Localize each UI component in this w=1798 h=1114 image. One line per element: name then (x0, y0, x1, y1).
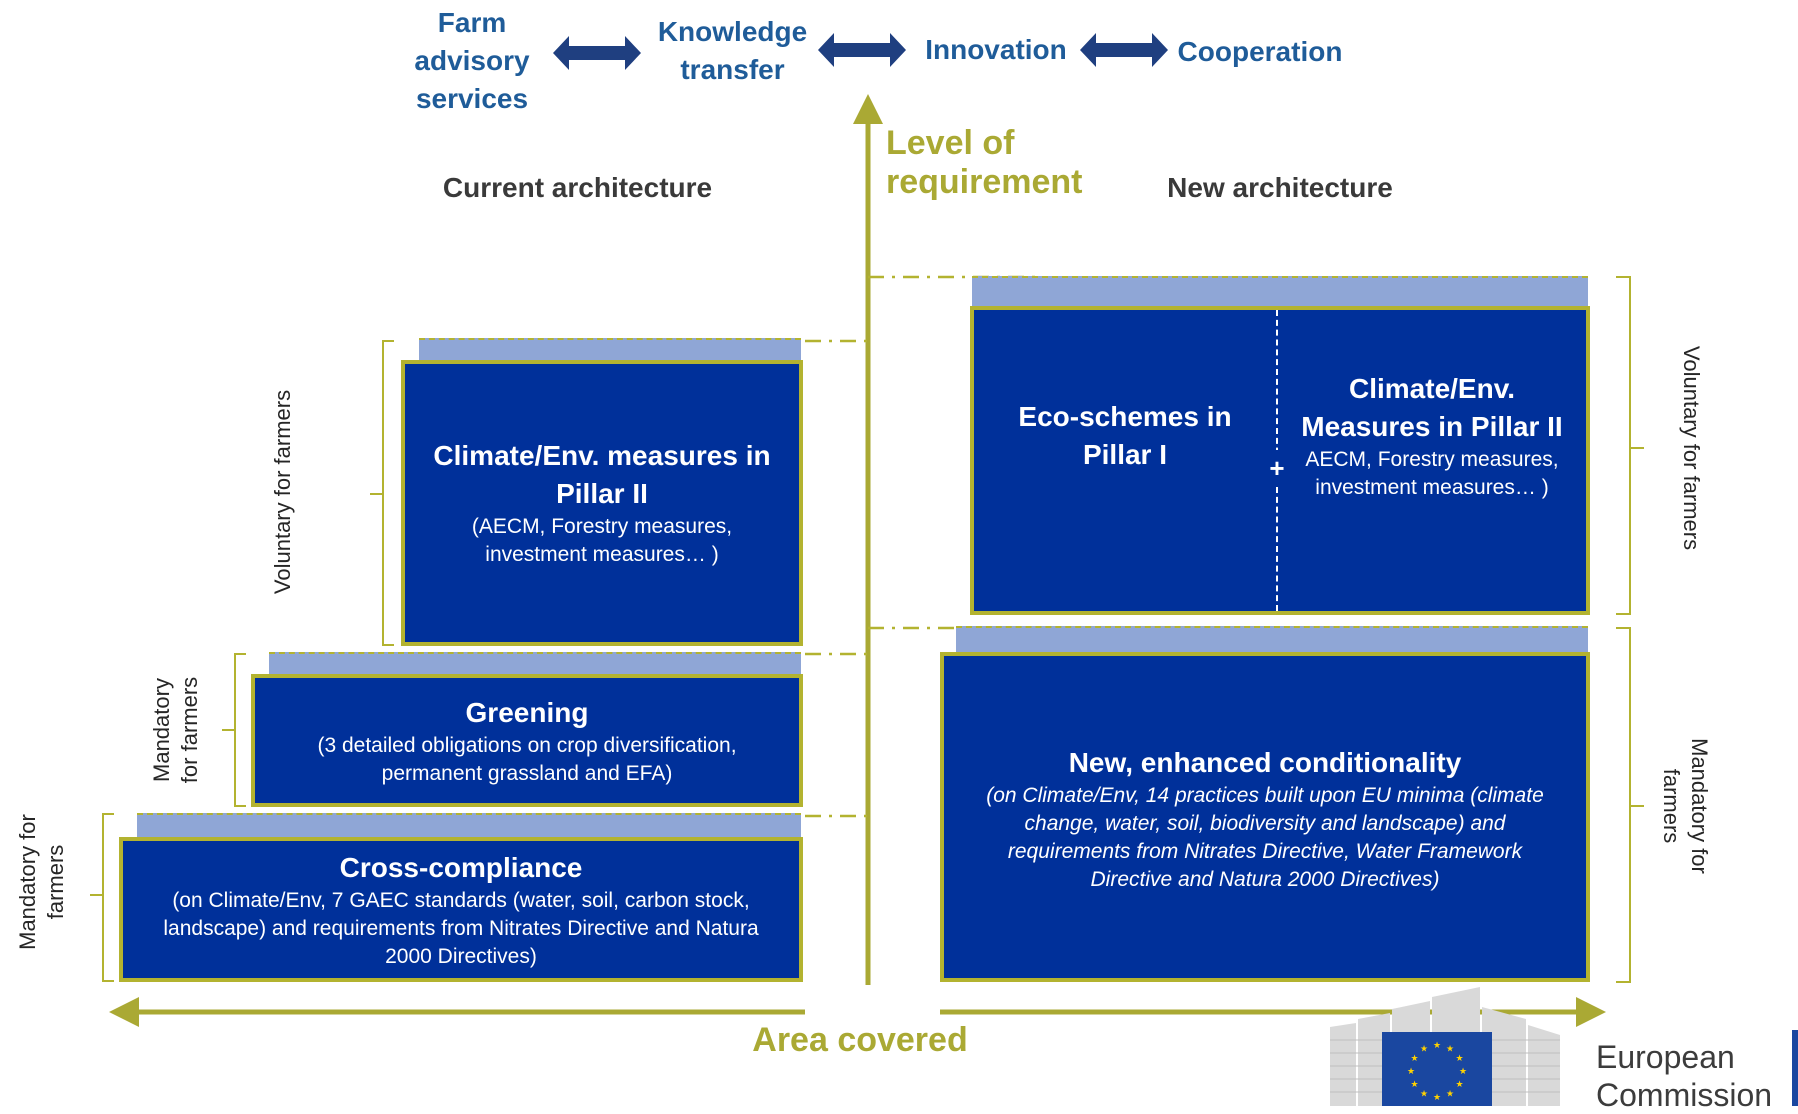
voluntary-label-current: Voluntary for farmers (270, 389, 295, 595)
brace-mandatory-greening (222, 653, 246, 807)
innovation-label: Innovation (925, 34, 1067, 65)
new-pillar2-subtitle: AECM, Forestry measures, investment meas… (1305, 448, 1559, 499)
plus-sign: + (1266, 450, 1288, 486)
greening-title: Greening (465, 696, 589, 728)
mandatory-label-greening: Mandatory for farmers (149, 676, 202, 784)
double-arrow-icon (553, 36, 641, 70)
eco-schemes-section: Eco-schemes in Pillar I (974, 310, 1276, 562)
brace-mandatory-cc (90, 813, 114, 982)
svg-text:★: ★ (1410, 1080, 1418, 1090)
eco-schemes-title: Eco-schemes in Pillar I (1018, 401, 1232, 470)
level-of-requirement-label: Level of requirement (886, 124, 1083, 201)
knowledge-transfer-label: Knowledge transfer (657, 16, 808, 85)
current-pillar2-title: Climate/Env. measures in Pillar II (433, 440, 771, 509)
conditionality-title: New, enhanced conditionality (1068, 747, 1462, 778)
svg-text:★: ★ (1407, 1067, 1415, 1077)
eu-flag-icon: ★ ★ ★ ★ ★ ★ ★ ★ ★ ★ ★ ★ (1382, 1032, 1492, 1106)
new-pillar2-title: Climate/Env. Measures in Pillar II (1301, 373, 1563, 442)
svg-text:★: ★ (1455, 1080, 1463, 1090)
conditionality-subtitle: (on Climate/Env, 14 practices built upon… (986, 784, 1544, 891)
svg-text:★: ★ (1420, 1045, 1428, 1055)
double-arrow-icon (1080, 33, 1168, 67)
cross-compliance-subtitle: (on Climate/Env, 7 GAEC standards (water… (163, 888, 759, 968)
cooperation-label: Cooperation (1177, 36, 1343, 67)
conditionality-box: New, enhanced conditionality (on Climate… (940, 652, 1590, 982)
greening-subtitle: (3 detailed obligations on crop diversif… (317, 733, 737, 785)
greening-box: Greening (3 detailed obligations on crop… (251, 674, 803, 807)
current-pillar2-strip (419, 338, 801, 362)
cross-compliance-strip (137, 813, 801, 839)
svg-text:★: ★ (1459, 1067, 1467, 1077)
brace-mandatory-new (1616, 627, 1644, 983)
mandatory-label-cc: Mandatory for farmers (15, 814, 68, 950)
european-commission-name: European Commission (1596, 1039, 1773, 1113)
brace-voluntary-current (370, 340, 394, 646)
new-voluntary-box: Eco-schemes in Pillar I + Climate/Env. M… (970, 306, 1590, 615)
current-pillar2-box: Climate/Env. measures in Pillar II (AECM… (401, 360, 803, 646)
current-pillar2-subtitle: (AECM, Forestry measures, investment mea… (471, 515, 733, 566)
logo-edge-bar (1792, 1030, 1798, 1106)
new-architecture-heading: New architecture (1167, 172, 1393, 203)
svg-text:★: ★ (1446, 1090, 1454, 1100)
svg-text:★: ★ (1433, 1041, 1441, 1051)
area-covered-label: Area covered (752, 1021, 968, 1059)
farm-advisory-services-label: Farm advisory services (414, 7, 530, 114)
conditionality-strip (956, 626, 1588, 654)
cross-compliance-title: Cross-compliance (339, 851, 583, 883)
brace-voluntary-new (1616, 276, 1644, 615)
cross-compliance-box: Cross-compliance (on Climate/Env, 7 GAEC… (119, 837, 803, 982)
svg-text:★: ★ (1410, 1054, 1418, 1064)
svg-text:★: ★ (1455, 1054, 1463, 1064)
greening-strip (269, 652, 801, 676)
svg-text:★: ★ (1446, 1045, 1454, 1055)
svg-text:★: ★ (1433, 1093, 1441, 1103)
mandatory-label-new: Mandatory for farmers (1659, 738, 1712, 874)
svg-text:★: ★ (1420, 1090, 1428, 1100)
current-architecture-heading: Current architecture (442, 172, 713, 203)
new-voluntary-strip (972, 276, 1588, 308)
voluntary-label-new: Voluntary for farmers (1679, 345, 1704, 551)
new-pillar2-section: Climate/Env. Measures in Pillar II AECM,… (1278, 310, 1586, 562)
double-arrow-icon (818, 33, 906, 67)
